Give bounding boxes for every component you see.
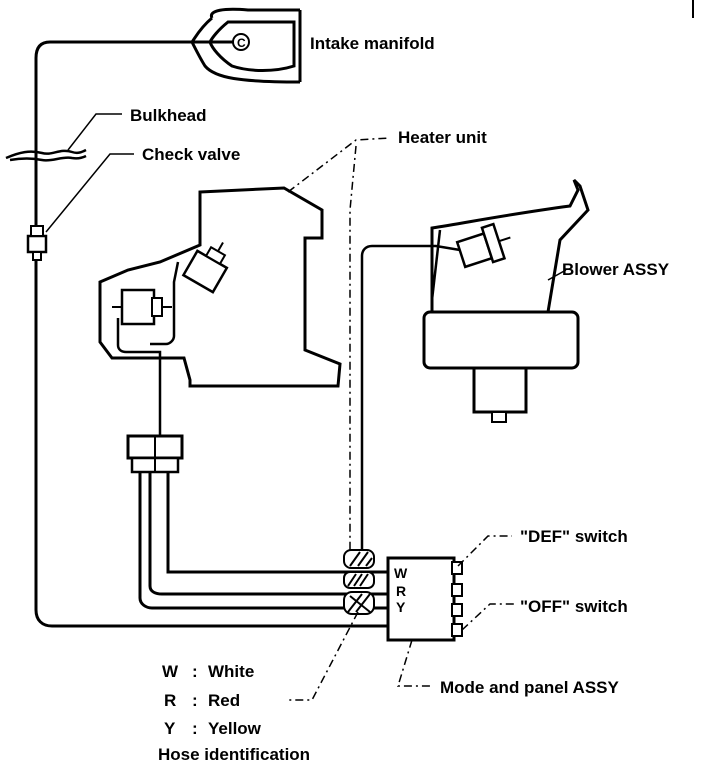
legend-sep-w: :	[192, 662, 198, 681]
legend-sep-r: :	[192, 691, 198, 710]
mode-panel-assy-label: Mode and panel ASSY	[440, 678, 620, 697]
off-switch-leader	[461, 603, 514, 631]
blower-leader	[547, 269, 567, 281]
heater-unit-label: Heater unit	[398, 128, 487, 147]
legend-code-w: W	[162, 662, 179, 681]
def-switch-leader	[457, 535, 512, 567]
legend-caption: Hose identification	[158, 745, 310, 764]
mode-panel-assy	[386, 556, 463, 642]
blower-assy-label: Blower ASSY	[562, 260, 670, 279]
hose-red	[148, 472, 388, 596]
legend-code-y: Y	[164, 719, 176, 738]
legend-name-y: Yellow	[208, 719, 262, 738]
legend-sep-y: :	[192, 719, 198, 738]
legend-name-w: White	[208, 662, 254, 681]
port-w-label: W	[394, 565, 408, 581]
vacuum-hose-main	[34, 40, 388, 628]
bulkhead	[5, 148, 87, 162]
hose-connector	[126, 434, 184, 474]
intake-manifold-label: Intake manifold	[310, 34, 435, 53]
legend-code-r: R	[164, 691, 176, 710]
intake-manifold: C	[190, 7, 302, 84]
mode-panel-leader	[396, 639, 432, 687]
legend-name-r: Red	[208, 691, 240, 710]
def-switch-label: "DEF" switch	[520, 527, 628, 546]
check-valve	[26, 225, 48, 261]
hose-markers	[343, 549, 375, 615]
hose-white	[166, 472, 388, 574]
port-c-label: C	[237, 36, 246, 50]
port-y-label: Y	[396, 599, 406, 615]
blower-assy	[360, 178, 590, 560]
port-r-label: R	[396, 583, 406, 599]
hose-legend: W : White R : Red Y : Yellow Hose identi…	[158, 662, 310, 764]
off-switch-label: "OFF" switch	[520, 597, 628, 616]
bulkhead-label: Bulkhead	[130, 106, 207, 125]
check-valve-leader	[45, 153, 134, 233]
check-valve-label: Check valve	[142, 145, 240, 164]
heater-unit	[98, 186, 342, 440]
bulkhead-leader	[67, 113, 122, 151]
heater-unit-leader	[287, 137, 391, 193]
